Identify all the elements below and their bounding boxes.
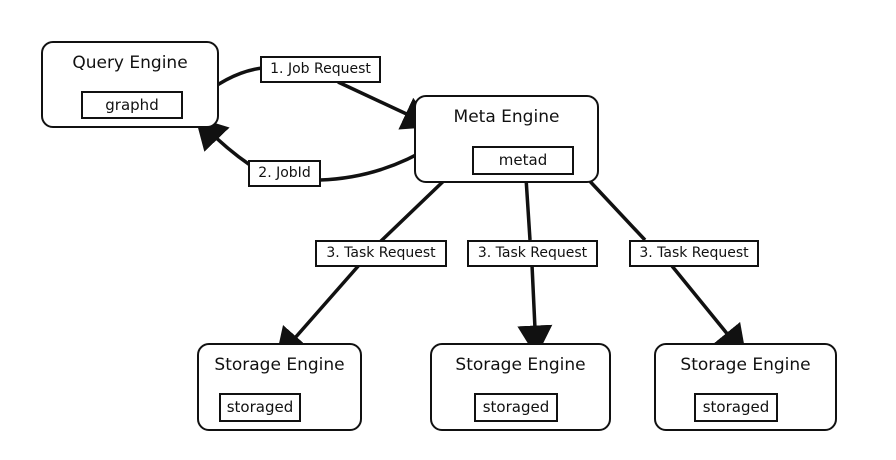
storage-engine-node-2: Storage Engine storaged: [430, 343, 611, 431]
label-job-request: 1. Job Request: [260, 56, 381, 83]
node-title: Query Engine: [72, 53, 188, 73]
edge-task-2: [526, 177, 536, 350]
storage-engine-node-3: Storage Engine storaged: [654, 343, 837, 431]
label-jobid: 2. JobId: [248, 160, 321, 187]
query-engine-node: Query Engine graphd: [41, 41, 219, 128]
node-title: Storage Engine: [455, 355, 586, 375]
node-title: Storage Engine: [680, 355, 811, 375]
edge-task-3: [583, 174, 742, 352]
node-title: Storage Engine: [214, 355, 345, 375]
label-task-request-3: 3. Task Request: [629, 240, 759, 267]
process-storaged: storaged: [219, 393, 301, 422]
process-storaged: storaged: [694, 393, 778, 422]
process-metad: metad: [472, 146, 574, 175]
meta-engine-node: Meta Engine metad: [414, 95, 599, 183]
edge-task-1: [280, 170, 455, 355]
storage-engine-node-1: Storage Engine storaged: [197, 343, 362, 431]
process-graphd: graphd: [81, 91, 183, 119]
label-task-request-2: 3. Task Request: [467, 240, 598, 267]
edge-jobid-arrow: [195, 116, 251, 167]
node-title: Meta Engine: [453, 107, 560, 127]
label-task-request-1: 3. Task Request: [315, 240, 447, 267]
process-storaged: storaged: [474, 393, 558, 422]
edge-job-request-arrow: [337, 80, 435, 130]
